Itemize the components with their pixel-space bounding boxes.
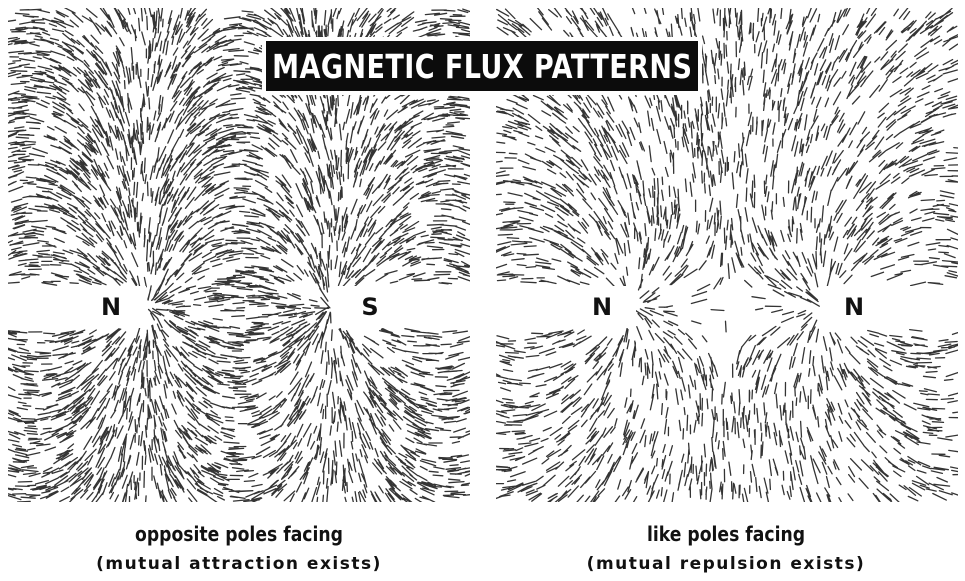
title-banner: MAGNETIC FLUX PATTERNS bbox=[262, 37, 702, 95]
diagram-title: MAGNETIC FLUX PATTERNS bbox=[272, 47, 692, 86]
repulsion-caption-main: like poles facing bbox=[524, 524, 928, 544]
attraction-caption-main: opposite poles facing bbox=[37, 524, 441, 544]
repulsion-caption-sub: (mutual repulsion exists) bbox=[491, 556, 961, 573]
magnet-right-pole-label: N bbox=[844, 295, 864, 319]
repulsion-caption: like poles facing (mutual repulsion exis… bbox=[491, 524, 961, 573]
magnet-left-pole-label: N bbox=[592, 295, 612, 319]
attraction-caption: opposite poles facing (mutual attraction… bbox=[4, 524, 474, 573]
magnet-right-pole-label: S bbox=[361, 295, 378, 319]
magnet-left-pole-label: N bbox=[101, 295, 121, 319]
attraction-caption-sub: (mutual attraction exists) bbox=[4, 556, 474, 573]
